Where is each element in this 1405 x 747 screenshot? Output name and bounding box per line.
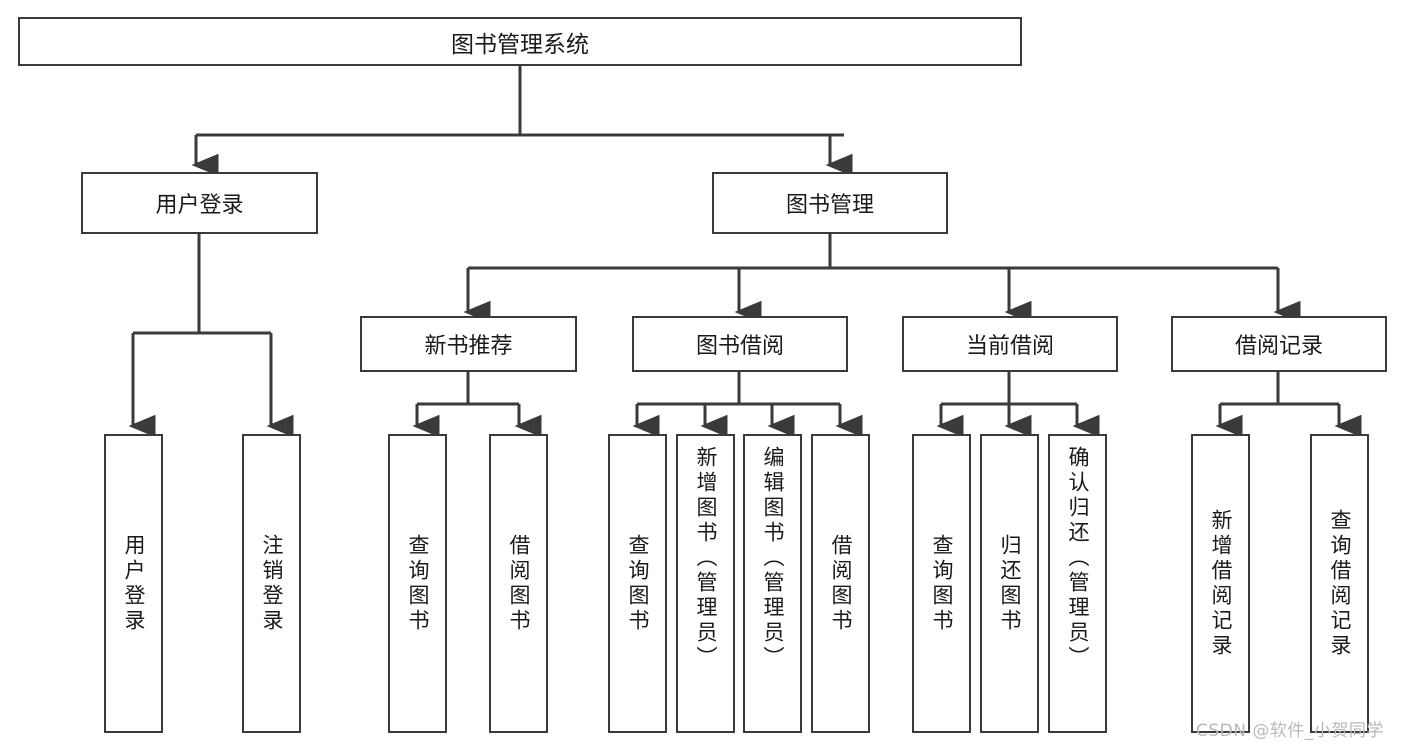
- leaf-user-login-label: 用户登录: [122, 533, 146, 634]
- leaf-confirm-return-label: 确认归还（管理员）: [1066, 446, 1090, 671]
- node-current-borrow-label: 当前借阅: [965, 334, 1054, 359]
- node-new-book-recommend-label: 新书推荐: [424, 334, 513, 359]
- node-book-management-label: 图书管理: [785, 193, 874, 218]
- leaf-add-record-label: 新增借阅记录: [1209, 508, 1233, 659]
- node-book-borrow[interactable]: 图书借阅: [632, 316, 848, 372]
- leaf-edit-book[interactable]: 编辑图书（管理员）: [743, 434, 802, 733]
- leaf-query-book-3-label: 查询图书: [930, 533, 954, 634]
- leaf-return-book[interactable]: 归还图书: [980, 434, 1039, 733]
- leaf-add-record[interactable]: 新增借阅记录: [1191, 434, 1250, 733]
- leaf-logout-login-label: 注销登录: [260, 533, 284, 634]
- leaf-query-book-2[interactable]: 查询图书: [608, 434, 667, 733]
- node-book-management[interactable]: 图书管理: [712, 172, 948, 234]
- node-book-borrow-label: 图书借阅: [695, 334, 784, 359]
- leaf-query-record[interactable]: 查询借阅记录: [1310, 434, 1369, 733]
- leaf-add-book[interactable]: 新增图书（管理员）: [676, 434, 735, 733]
- leaf-edit-book-label: 编辑图书（管理员）: [761, 446, 785, 671]
- leaf-query-book-1[interactable]: 查询图书: [388, 434, 447, 733]
- node-borrow-record-label: 借阅记录: [1234, 334, 1323, 359]
- node-user-login[interactable]: 用户登录: [81, 172, 318, 234]
- leaf-add-book-label: 新增图书（管理员）: [694, 446, 718, 671]
- node-user-login-label: 用户登录: [155, 193, 244, 218]
- leaf-borrow-book-2-label: 借阅图书: [829, 533, 853, 634]
- node-root-system-label: 图书管理系统: [451, 31, 589, 58]
- leaf-query-book-2-label: 查询图书: [626, 533, 650, 634]
- leaf-logout-login[interactable]: 注销登录: [242, 434, 301, 733]
- leaf-borrow-book-1-label: 借阅图书: [507, 533, 531, 634]
- watermark-text: CSDN @软件_小贺同学: [1196, 721, 1384, 741]
- leaf-confirm-return[interactable]: 确认归还（管理员）: [1048, 434, 1107, 733]
- leaf-borrow-book-1[interactable]: 借阅图书: [489, 434, 548, 733]
- leaf-query-book-1-label: 查询图书: [406, 533, 430, 634]
- leaf-borrow-book-2[interactable]: 借阅图书: [811, 434, 870, 733]
- node-borrow-record[interactable]: 借阅记录: [1171, 316, 1387, 372]
- leaf-user-login[interactable]: 用户登录: [104, 434, 163, 733]
- leaf-query-book-3[interactable]: 查询图书: [912, 434, 971, 733]
- node-current-borrow[interactable]: 当前借阅: [902, 316, 1118, 372]
- node-new-book-recommend[interactable]: 新书推荐: [360, 316, 577, 372]
- leaf-return-book-label: 归还图书: [998, 533, 1022, 634]
- leaf-query-record-label: 查询借阅记录: [1328, 508, 1352, 659]
- node-root-system[interactable]: 图书管理系统: [18, 17, 1022, 66]
